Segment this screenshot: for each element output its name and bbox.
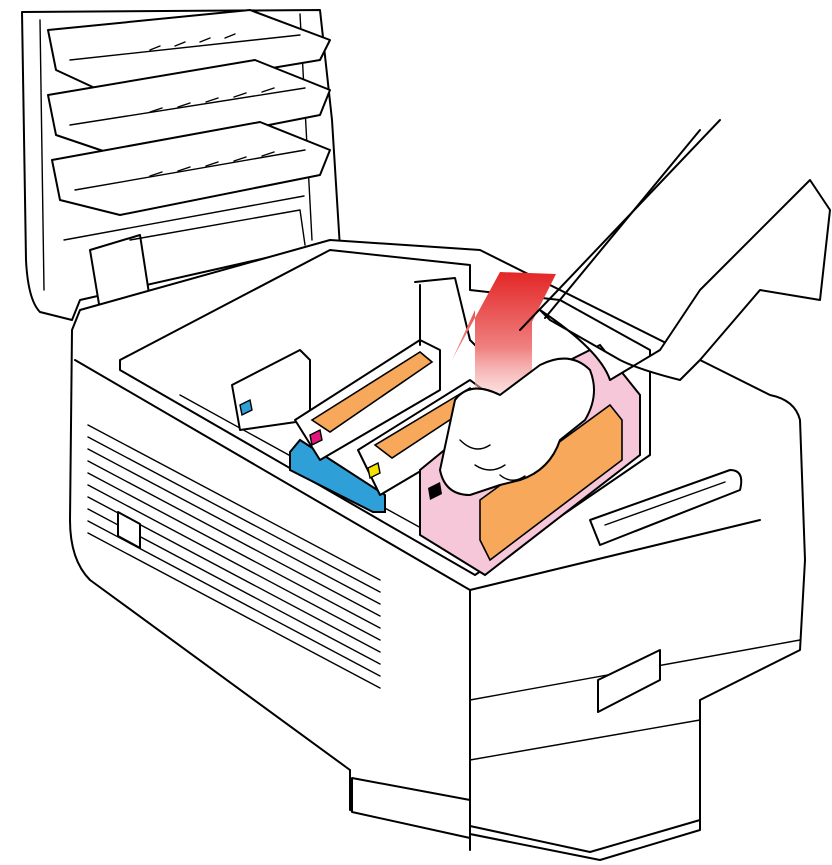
drum-magenta: [294, 339, 441, 461]
led-head-1: [47, 9, 331, 96]
paper-tray-handle: [597, 649, 661, 713]
led-head-3: [51, 121, 331, 216]
drum-cyan: [231, 349, 386, 513]
hand-lifting-drum: [439, 119, 831, 496]
side-handle-slot: [117, 511, 141, 549]
front-cover-latch: [589, 469, 743, 546]
led-head-2: [47, 59, 331, 156]
